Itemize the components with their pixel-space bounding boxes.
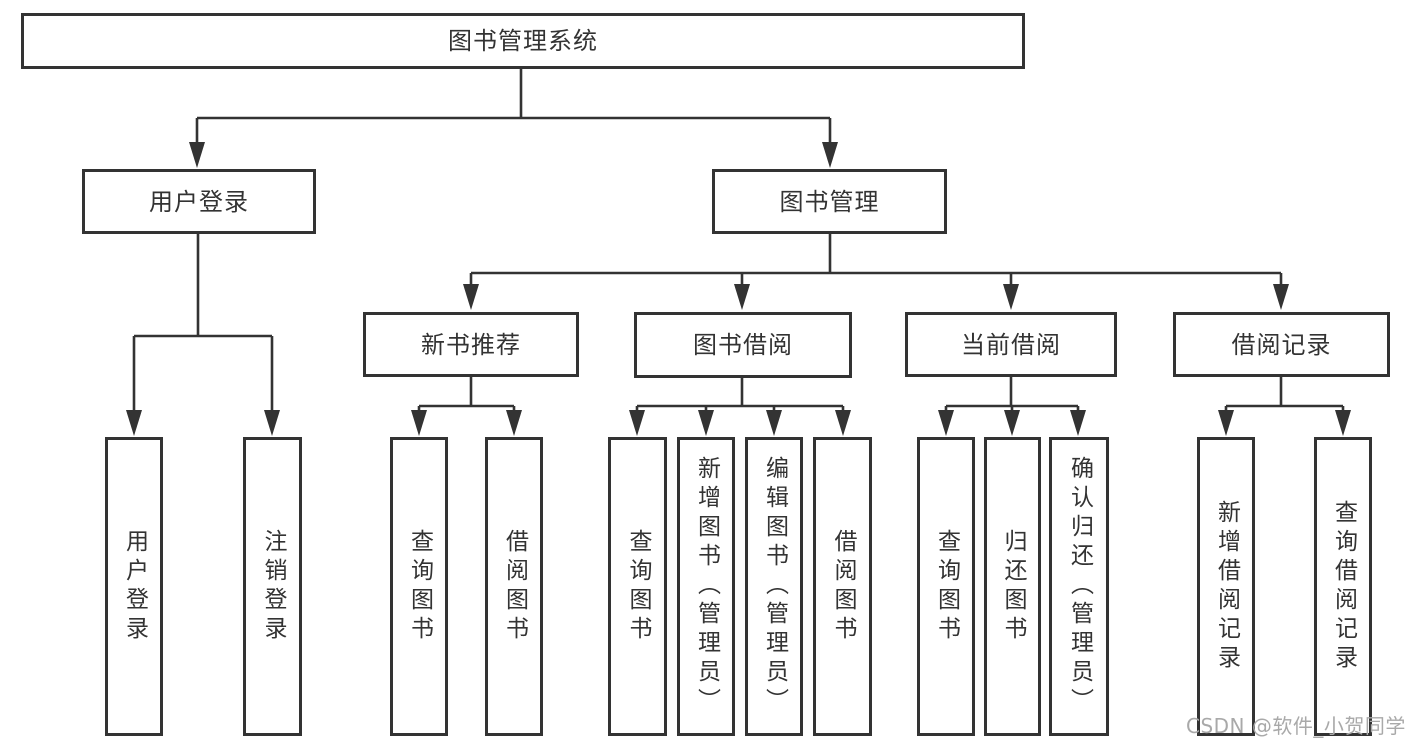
connector-book-borrow-split [629,377,851,436]
node-recommend-query-book-label: 查询图书 [406,528,433,645]
node-book-management-label: 图书管理 [779,187,880,216]
arrowhead [1335,410,1351,436]
connector-borrow-record-split [1218,377,1351,436]
arrowhead [1273,284,1289,310]
node-borrow-add-book: 新增图书（管理员） [677,437,735,736]
node-new-book-recommend: 新书推荐 [363,312,579,377]
arrowhead [1218,410,1234,436]
node-record-query-record-label: 查询借阅记录 [1330,499,1357,674]
node-book-borrow: 图书借阅 [634,312,852,378]
node-current-return-book: 归还图书 [984,437,1041,736]
arrowhead [411,410,427,436]
arrowhead [734,284,750,310]
node-borrow-borrow-book: 借阅图书 [813,437,872,736]
node-user-login-label: 用户登录 [149,187,249,216]
arrowhead [264,410,280,436]
arrowhead [629,410,645,436]
arrowhead [1070,410,1086,436]
node-current-query-book: 查询图书 [917,437,975,736]
node-recommend-borrow-book: 借阅图书 [485,437,543,736]
arrowhead [822,142,838,168]
arrowhead [766,410,782,436]
node-current-query-book-label: 查询图书 [933,528,960,645]
connector-current-borrow-split [938,377,1086,436]
node-current-confirm-return-label: 确认归还（管理员） [1066,456,1093,717]
connector-user-login-split [126,233,280,436]
node-borrow-add-book-label: 新增图书（管理员） [693,456,720,717]
node-borrow-edit-book: 编辑图书（管理员） [745,437,803,736]
connector-book-mgmt-split [463,233,1289,310]
arrowhead [938,410,954,436]
node-recommend-borrow-book-label: 借阅图书 [501,528,528,645]
node-borrow-borrow-book-label: 借阅图书 [830,528,856,645]
node-current-return-book-label: 归还图书 [1000,528,1026,645]
arrowhead [189,142,205,168]
node-user-login: 用户登录 [82,169,316,234]
node-leaf-logout: 注销登录 [243,437,302,736]
node-book-borrow-label: 图书借阅 [693,331,793,359]
node-current-confirm-return: 确认归还（管理员） [1049,437,1109,736]
node-new-book-recommend-label: 新书推荐 [421,330,521,359]
node-root: 图书管理系统 [21,13,1025,69]
connector-new-book-split [411,376,522,436]
node-leaf-user-login-label: 用户登录 [121,528,148,645]
node-current-borrow-label: 当前借阅 [961,330,1061,359]
watermark: CSDN @软件_小贺同学 [1186,714,1405,738]
node-current-borrow: 当前借阅 [905,312,1117,377]
arrowhead [1003,284,1019,310]
arrowhead [463,284,479,310]
node-record-query-record: 查询借阅记录 [1314,437,1372,736]
node-borrow-record-label: 借阅记录 [1231,330,1332,359]
node-book-management: 图书管理 [712,169,947,234]
node-root-label: 图书管理系统 [448,27,598,55]
arrowhead [835,410,851,436]
connector-root-split [189,67,838,168]
node-borrow-query-book-label: 查询图书 [625,528,651,645]
node-borrow-edit-book-label: 编辑图书（管理员） [761,456,788,717]
arrowhead [506,410,522,436]
node-borrow-record: 借阅记录 [1173,312,1390,377]
arrowhead [698,410,714,436]
node-record-add-record-label: 新增借阅记录 [1213,499,1240,674]
node-record-add-record: 新增借阅记录 [1197,437,1255,736]
node-recommend-query-book: 查询图书 [390,437,448,736]
node-leaf-logout-label: 注销登录 [260,528,286,645]
node-borrow-query-book: 查询图书 [608,437,667,736]
arrowhead [1004,410,1020,436]
node-leaf-user-login: 用户登录 [105,437,163,736]
arrowhead [126,410,142,436]
